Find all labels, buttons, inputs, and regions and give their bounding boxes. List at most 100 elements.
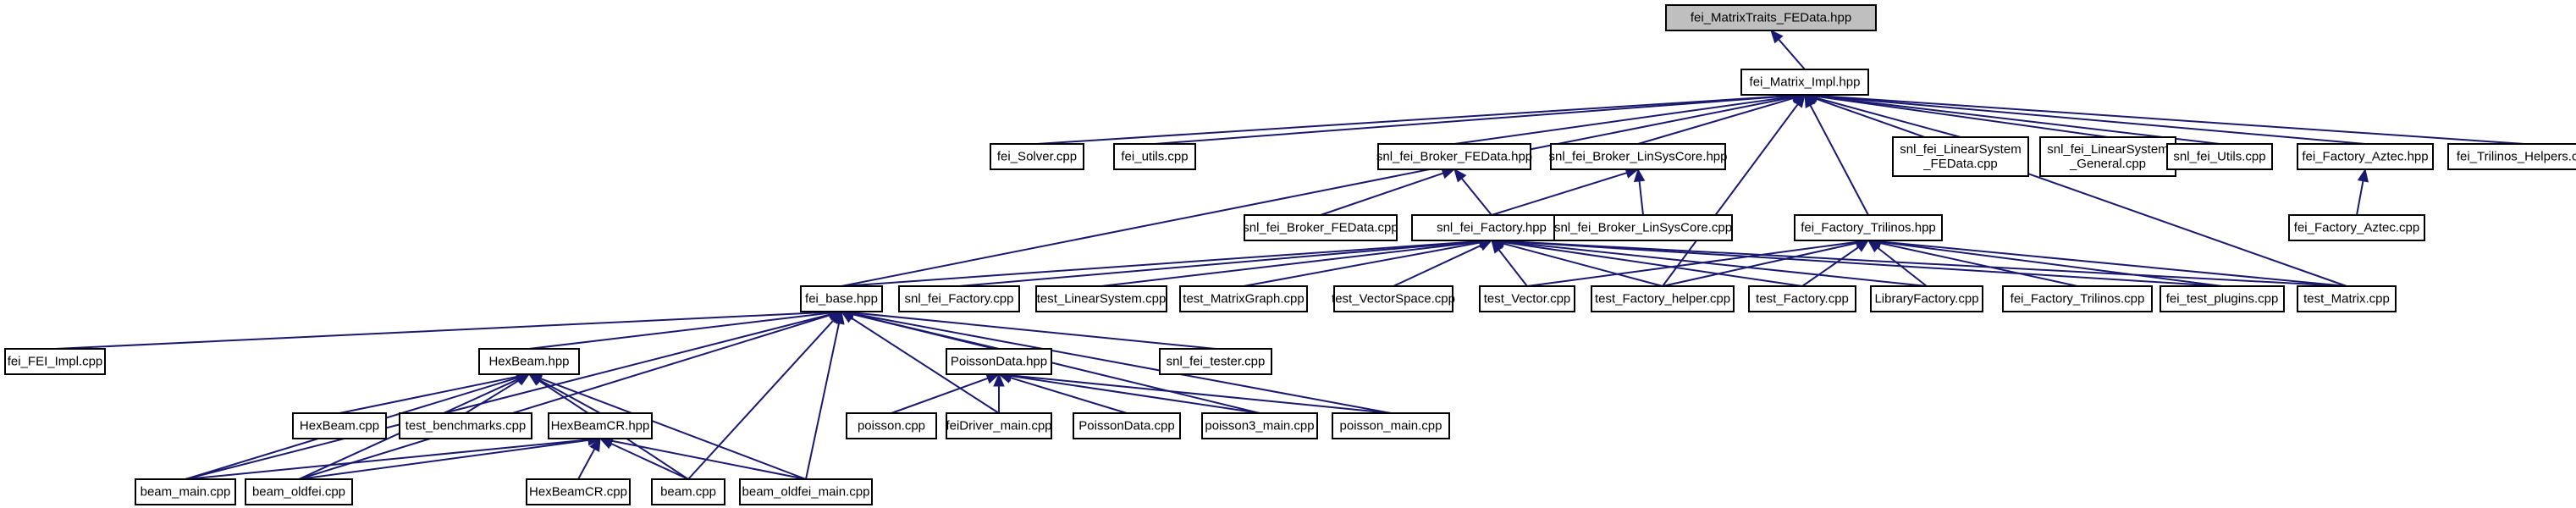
node-box[interactable] [2160,285,2285,312]
node-label: beam.cpp [660,485,716,500]
node-hexbeam-hpp[interactable]: HexBeam.hpp [478,348,580,375]
node-box[interactable] [739,478,873,505]
node-box[interactable] [1332,412,1450,439]
node-beam-oldfei-cpp[interactable]: beam_oldfei.cpp [245,478,353,505]
node-beam-cpp[interactable]: beam.cpp [651,478,725,505]
node-snl-fei-broker-fedata-cpp[interactable]: snl_fei_Broker_FEData.cpp [1243,214,1398,241]
node-box[interactable] [135,478,236,505]
node-libraryfactory-cpp[interactable]: LibraryFactory.cpp [1870,285,1983,312]
node-box[interactable] [1035,285,1167,312]
node-poisson-cpp[interactable]: poisson.cpp [846,412,937,439]
node-poissondata-hpp[interactable]: PoissonData.hpp [946,348,1052,375]
node-snl-fei-linearsystem-fedata-cpp[interactable]: snl_fei_LinearSystem_FEData.cpp [1892,136,2029,177]
node-fei-factory-trilinos-cpp[interactable]: fei_Factory_Trilinos.cpp [2002,285,2153,312]
node-poisson-main-cpp[interactable]: poisson_main.cpp [1332,412,1450,439]
node-box[interactable] [1550,143,1726,170]
node-fei-fei-impl-cpp[interactable]: fei_FEI_Impl.cpp [4,348,106,375]
node-box[interactable] [2288,214,2425,241]
node-box[interactable] [1794,214,1943,241]
node-box[interactable] [4,348,106,375]
node-hexbeam-cpp[interactable]: HexBeam.cpp [292,412,387,439]
node-box[interactable] [1333,285,1453,312]
node-label: HexBeamCR.cpp [529,485,627,500]
node-box[interactable] [1201,412,1318,439]
node-box[interactable] [1892,136,2029,177]
node-box[interactable] [1113,143,1196,170]
node-fei-matrixtraits-fedata-hpp[interactable]: fei_MatrixTraits_FEData.hpp [1665,4,1877,31]
node-snl-fei-broker-linsyscore-cpp[interactable]: snl_fei_Broker_LinSysCore.cpp [1553,214,1733,241]
node-box[interactable] [946,412,1052,439]
node-box[interactable] [946,348,1052,375]
node-test-factory-helper-cpp[interactable]: test_Factory_helper.cpp [1591,285,1735,312]
node-box[interactable] [800,285,883,312]
node-poisson3-main-cpp[interactable]: poisson3_main.cpp [1201,412,1318,439]
node-fei-test-plugins-cpp[interactable]: fei_test_plugins.cpp [2160,285,2285,312]
node-box[interactable] [399,412,532,439]
node-box[interactable] [1377,143,1531,170]
node-fei-base-hpp[interactable]: fei_base.hpp [800,285,883,312]
node-box[interactable] [898,285,1020,312]
node-fei-factory-aztec-hpp[interactable]: fei_Factory_Aztec.hpp [2297,143,2434,170]
node-snl-fei-utils-cpp[interactable]: snl_fei_Utils.cpp [2166,143,2273,170]
node-box[interactable] [1748,285,1856,312]
node-fei-trilinos-helpers-cpp[interactable]: fei_Trilinos_Helpers.cpp [2447,143,2576,170]
node-box[interactable] [526,478,631,505]
node-box[interactable] [478,348,580,375]
node-fei-utils-cpp[interactable]: fei_utils.cpp [1113,143,1196,170]
edge-n31-to-n16 [852,312,1216,350]
node-fei-factory-trilinos-hpp[interactable]: fei_Factory_Trilinos.hpp [1794,214,1943,241]
node-snl-fei-broker-fedata-hpp[interactable]: snl_fei_Broker_FEData.hpp [1376,143,1532,170]
node-box[interactable] [2166,143,2273,170]
node-label: test_Vector.cpp [1484,292,1571,306]
node-box[interactable] [245,478,353,505]
node-box[interactable] [846,412,937,439]
node-poissondata-cpp[interactable]: PoissonData.cpp [1073,412,1181,439]
node-box[interactable] [2297,285,2397,312]
node-snl-fei-linearsystem-general-cpp[interactable]: snl_fei_LinearSystem_General.cpp [2039,136,2176,177]
node-beam-oldfei-main-cpp[interactable]: beam_oldfei_main.cpp [739,478,873,505]
node-label: snl_fei_Broker_LinSysCore.hpp [1549,150,1728,164]
node-label: PoissonData.hpp [951,355,1047,369]
arrowhead-icon [1792,93,1806,108]
node-box[interactable] [1073,412,1181,439]
node-label: test_MatrixGraph.cpp [1183,292,1304,306]
node-test-factory-cpp[interactable]: test_Factory.cpp [1748,285,1856,312]
node-box[interactable] [2297,143,2434,170]
node-snl-fei-factory-cpp[interactable]: snl_fei_Factory.cpp [898,285,1020,312]
node-box[interactable] [1553,214,1733,241]
node-box[interactable] [2039,136,2176,177]
node-box[interactable] [1244,214,1398,241]
node-label: fei_test_plugins.cpp [2166,292,2279,306]
node-test-benchmarks-cpp[interactable]: test_benchmarks.cpp [399,412,532,439]
node-box[interactable] [2447,143,2576,170]
node-box[interactable] [1665,4,1877,31]
node-label: beam_oldfei_main.cpp [742,485,870,500]
node-box[interactable] [651,478,725,505]
node-box[interactable] [2002,285,2153,312]
node-fei-solver-cpp[interactable]: fei_Solver.cpp [990,143,1084,170]
node-box[interactable] [990,143,1084,170]
node-snl-fei-tester-cpp[interactable]: snl_fei_tester.cpp [1159,348,1272,375]
node-box[interactable] [1159,348,1272,375]
node-fei-factory-aztec-cpp[interactable]: fei_Factory_Aztec.cpp [2288,214,2425,241]
node-test-vectorspace-cpp[interactable]: test_VectorSpace.cpp [1332,285,1455,312]
node-box[interactable] [548,412,653,439]
node-snl-fei-broker-linsyscore-hpp[interactable]: snl_fei_Broker_LinSysCore.hpp [1549,143,1728,170]
node-hexbeamcr-cpp[interactable]: HexBeamCR.cpp [526,478,631,505]
node-snl-fei-factory-hpp[interactable]: snl_fei_Factory.hpp [1411,214,1572,241]
node-test-matrixgraph-cpp[interactable]: test_MatrixGraph.cpp [1179,285,1308,312]
node-hexbeamcr-hpp[interactable]: HexBeamCR.hpp [548,412,653,439]
node-box[interactable] [1870,285,1983,312]
node-beam-main-cpp[interactable]: beam_main.cpp [135,478,236,505]
node-test-linearsystem-cpp[interactable]: test_LinearSystem.cpp [1035,285,1167,312]
node-box[interactable] [1479,285,1575,312]
node-fei-matrix-impl-hpp[interactable]: fei_Matrix_Impl.hpp [1740,69,1869,96]
node-box[interactable] [1740,69,1869,96]
node-box[interactable] [1591,285,1735,312]
node-box[interactable] [292,412,387,439]
node-feidriver-main-cpp[interactable]: feiDriver_main.cpp [946,412,1052,439]
node-box[interactable] [1411,214,1572,241]
node-test-matrix-cpp[interactable]: test_Matrix.cpp [2297,285,2397,312]
node-box[interactable] [1179,285,1308,312]
node-test-vector-cpp[interactable]: test_Vector.cpp [1479,285,1575,312]
